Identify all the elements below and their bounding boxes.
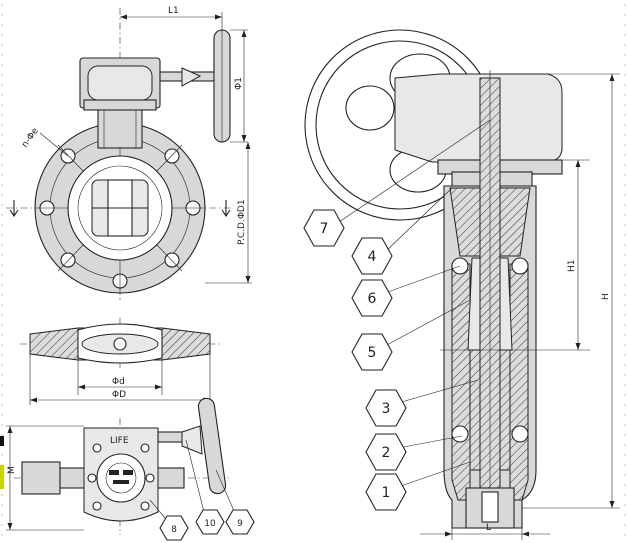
- callout-3: 3: [365, 389, 407, 427]
- dim-l: L: [486, 523, 491, 533]
- svg-text:6: 6: [368, 291, 377, 307]
- callout-10: 10: [195, 509, 225, 535]
- front-view: L1 Φ1 P.C.D.ΦD1 n-Φe: [6, 6, 252, 300]
- svg-text:8: 8: [171, 525, 177, 535]
- svg-text:10: 10: [204, 519, 216, 529]
- dim-n-phi-e: n-Φe: [20, 126, 41, 150]
- dim-pcd-d1: P.C.D.ΦD1: [237, 199, 247, 245]
- callout-7: 7: [303, 209, 345, 247]
- top-view: LIFE M: [0, 397, 230, 535]
- svg-text:2: 2: [382, 445, 391, 461]
- callout-6: 6: [351, 279, 393, 317]
- side-section-view: H1 H L: [304, 29, 620, 540]
- svg-text:7: 7: [320, 221, 329, 237]
- dim-l1: L1: [168, 6, 179, 16]
- callout-5: 5: [351, 333, 393, 371]
- dim-h1: H1: [567, 260, 577, 273]
- dim-m: M: [7, 466, 17, 474]
- callout-2: 2: [365, 433, 407, 471]
- dim-phi-D: ΦD: [112, 390, 126, 400]
- dim-phi-d: Φd: [112, 377, 125, 387]
- callout-9: 9: [225, 509, 255, 535]
- section-view: Φd ΦD: [20, 318, 222, 405]
- svg-text:3: 3: [382, 401, 391, 417]
- dim-h: H: [601, 293, 611, 300]
- svg-text:4: 4: [368, 249, 377, 265]
- dim-phi1: Φ1: [234, 77, 244, 90]
- gearbox-label: LIFE: [110, 436, 129, 446]
- svg-text:1: 1: [382, 485, 391, 501]
- right-leaders: [338, 119, 491, 488]
- svg-text:5: 5: [368, 345, 377, 361]
- callouts: 7 4 6 5 3 2 1 8: [159, 209, 407, 541]
- svg-text:9: 9: [237, 519, 243, 529]
- callout-8: 8: [159, 515, 189, 541]
- callout-4: 4: [351, 237, 393, 275]
- edge-marker: [0, 465, 4, 489]
- callout-1: 1: [365, 473, 407, 511]
